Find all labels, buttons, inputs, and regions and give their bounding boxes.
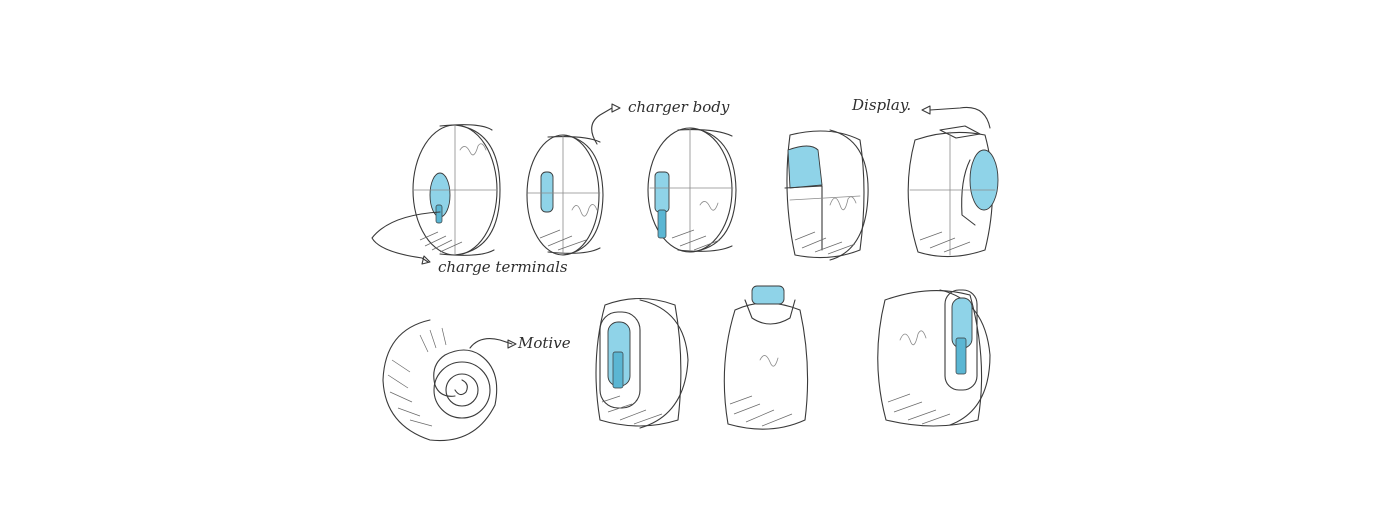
sketch-8-upright-top-display [723, 285, 809, 430]
sketch-7-capsule-front-terminal [595, 298, 689, 429]
label-motive: Motive [518, 334, 571, 352]
motive-leader [469, 338, 513, 349]
sketch-3-wheel-bottom-terminal [647, 127, 737, 253]
sketch-4-wheel-cutout-display [784, 129, 869, 261]
charger-body-leader [591, 107, 613, 145]
sketch-2-wheel [526, 103, 621, 256]
sketch-6-nautilus-shell [382, 319, 517, 442]
display-leader [929, 106, 991, 129]
charge-terminals-leader [371, 211, 441, 263]
label-charger-body: charger body [628, 98, 730, 116]
label-charge-terminals: charge terminals [438, 258, 568, 276]
sketch-9-wheel-large-display [877, 289, 991, 427]
sketch-5-wheel-display [907, 105, 999, 258]
label-display: Display. [852, 96, 912, 114]
sketch-1-wheel-side-terminal [371, 124, 501, 265]
